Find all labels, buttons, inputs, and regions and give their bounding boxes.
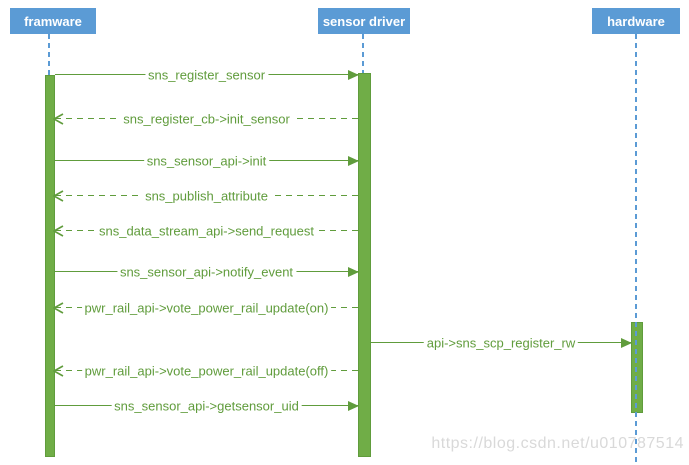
message-label: sns_sensor_api->getsensor_uid <box>111 398 302 414</box>
message-label: sns_publish_attribute <box>142 188 271 204</box>
arrowhead-right-icon <box>348 70 359 80</box>
message-label: sns_sensor_api->init <box>143 153 270 169</box>
arrowhead-right-icon <box>348 156 359 166</box>
activation-bar-framware <box>45 75 55 457</box>
lifeline-hardware <box>635 34 637 465</box>
message-sns-sensor-api-notify-event: sns_sensor_api->notify_event <box>55 263 359 281</box>
actor-framware-label: framware <box>24 13 82 29</box>
message-pwr-rail-vote-power-rail-update-off: pwr_rail_api->vote_power_rail_update(off… <box>53 362 358 380</box>
message-api-sns-scp-register-rw: api->sns_scp_register_rw <box>371 334 632 352</box>
message-label: sns_data_stream_api->send_request <box>95 223 318 239</box>
message-label: pwr_rail_api->vote_power_rail_update(on) <box>81 300 332 316</box>
message-sns-register-cb-init-sensor: sns_register_cb->init_sensor <box>53 110 358 128</box>
watermark-text: https://blog.csdn.net/u010787514 <box>431 435 684 452</box>
arrowhead-right-icon <box>348 267 359 277</box>
arrowhead-right-icon <box>621 338 632 348</box>
arrowhead-left-icon <box>53 365 64 377</box>
message-label: sns_sensor_api->notify_event <box>116 264 297 280</box>
arrowhead-left-icon <box>53 302 64 314</box>
message-sns-sensor-api-getsensor-uid: sns_sensor_api->getsensor_uid <box>55 397 359 415</box>
arrowhead-left-icon <box>53 190 64 202</box>
message-label: pwr_rail_api->vote_power_rail_update(off… <box>81 363 332 379</box>
arrowhead-right-icon <box>348 401 359 411</box>
message-label: sns_register_sensor <box>144 67 269 83</box>
message-sns-publish-attribute: sns_publish_attribute <box>53 187 358 205</box>
activation-bar-sensor-driver <box>358 73 371 457</box>
message-sns-data-stream-api-send-request: sns_data_stream_api->send_request <box>53 222 358 240</box>
message-label: sns_register_cb->init_sensor <box>120 111 293 127</box>
message-sns-sensor-api-init: sns_sensor_api->init <box>55 152 359 170</box>
message-sns-register-sensor: sns_register_sensor <box>55 66 359 84</box>
arrowhead-left-icon <box>53 225 64 237</box>
actor-hardware-label: hardware <box>607 13 665 29</box>
actor-sensor-driver-label: sensor driver <box>322 13 406 29</box>
message-label: api->sns_scp_register_rw <box>423 335 579 351</box>
actor-framware: framware <box>10 8 96 34</box>
message-pwr-rail-vote-power-rail-update-on: pwr_rail_api->vote_power_rail_update(on) <box>53 299 358 317</box>
actor-sensor-driver: sensor driver <box>318 8 410 34</box>
arrowhead-left-icon <box>53 113 64 125</box>
actor-hardware: hardware <box>592 8 680 34</box>
activation-bar-hardware <box>631 322 643 413</box>
